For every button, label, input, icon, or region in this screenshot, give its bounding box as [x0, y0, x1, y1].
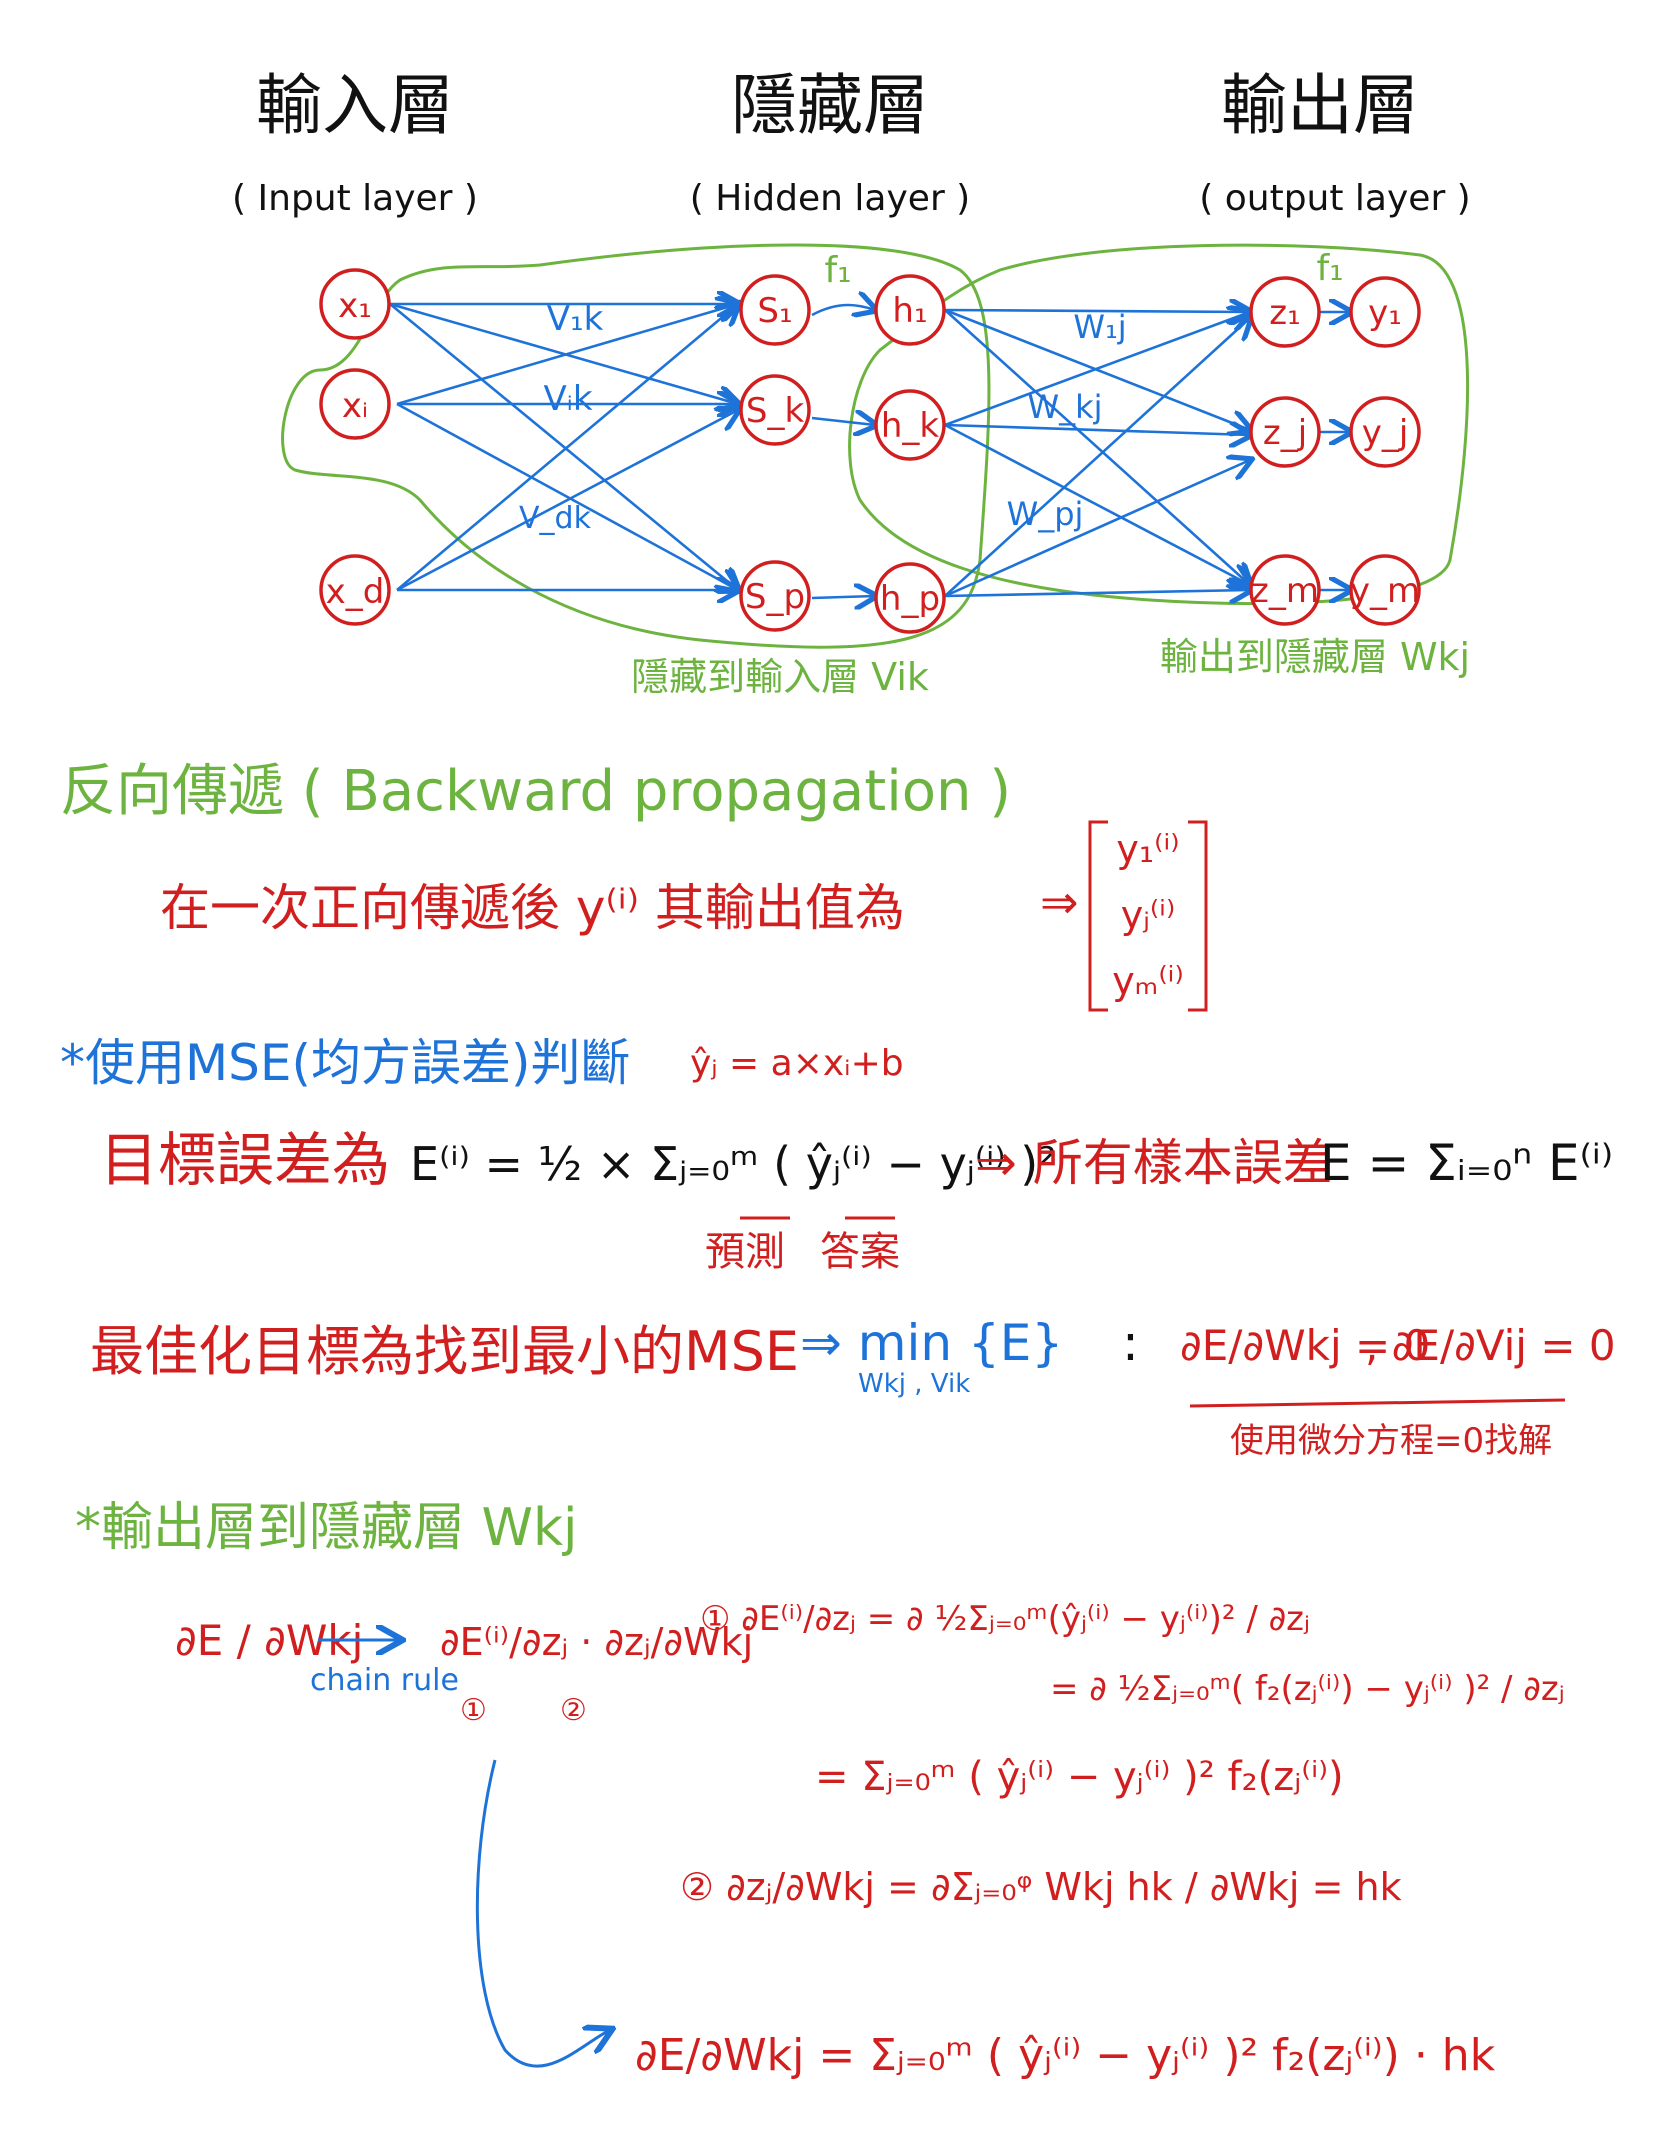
z-y-edges — [1318, 312, 1350, 590]
colon: : — [1122, 1314, 1139, 1372]
diff-note-underline — [1189, 1398, 1566, 1408]
sum-node: S_k — [739, 374, 811, 446]
chain-mark-1: ① — [460, 1693, 487, 1728]
vector-bracket-left — [1088, 820, 1108, 1012]
output-layer-subtitle: ( output layer ) — [1199, 178, 1470, 219]
step1-line-a: ① ∂E⁽ⁱ⁾/∂zⱼ = ∂ ½Σⱼ₌₀ᵐ(ŷⱼ⁽ⁱ⁾ − yⱼ⁽ⁱ⁾)² /… — [700, 1599, 1310, 1639]
final-result: ∂E/∂Wkj = Σⱼ₌₀ᵐ ( ŷⱼ⁽ⁱ⁾ − yⱼ⁽ⁱ⁾ )² f₂(zⱼ… — [635, 2030, 1496, 2081]
derivative-v-zero: , ∂E/∂Vij = 0 — [1365, 1321, 1616, 1370]
target-error-label: 目標誤差為 — [100, 1126, 390, 1194]
z-node: z₁ — [1249, 276, 1321, 348]
sum-node: S_p — [739, 560, 811, 632]
sum-node-label: S₁ — [757, 291, 792, 331]
backprop-heading: 反向傳遞 ( Backward propagation ) — [60, 759, 1011, 824]
sum-hidden-edges — [811, 305, 875, 598]
input-node-label: xᵢ — [342, 386, 368, 426]
vector-bracket-right — [1188, 820, 1208, 1012]
chain-rhs: ∂E⁽ⁱ⁾/∂zⱼ · ∂zⱼ/∂Wkj — [440, 1620, 753, 1664]
hidden-node: h_k — [874, 389, 946, 461]
hidden-node-label: h_k — [881, 406, 940, 446]
sum-node: S₁ — [739, 274, 811, 346]
hidden-node: h₁ — [874, 274, 946, 346]
activation-f1-hidden: f₁ — [824, 250, 851, 291]
output-hidden-group-label: 輸出到隱藏層 Wkj — [1160, 635, 1470, 679]
z-node: z_j — [1249, 396, 1321, 468]
step1-line-b: = ∂ ½Σⱼ₌₀ᵐ( f₂(zⱼ⁽ⁱ⁾) − yⱼ⁽ⁱ⁾ )² / ∂zⱼ — [1050, 1669, 1565, 1709]
y-node: y₁ — [1349, 276, 1421, 348]
target-error-equation: E⁽ⁱ⁾ = ½ × Σⱼ₌₀ᵐ ( ŷⱼ⁽ⁱ⁾ − yⱼ⁽ⁱ⁾ )² — [410, 1137, 1057, 1191]
weight-label-vik: Vᵢk — [543, 379, 592, 419]
y-node-label: y₁ — [1368, 293, 1402, 333]
hidden-node-label: h_p — [880, 579, 940, 619]
weight-label-wkj: W_kj — [1027, 388, 1102, 426]
output-vector-entry: yₘ⁽ⁱ⁾ — [1112, 959, 1184, 1003]
hidden-layer-title: 隱藏層 — [731, 67, 929, 144]
input-node: x_d — [319, 554, 391, 626]
hidden-node-label: h₁ — [892, 291, 927, 331]
input-sum-edges — [389, 304, 738, 590]
optimization-goal: 最佳化目標為找到最小的MSE — [90, 1320, 799, 1383]
hidden-node: h_p — [874, 562, 946, 634]
hidden-output-edges — [944, 310, 1250, 596]
input-node: xᵢ — [319, 368, 391, 440]
activation-f1-output: f₁ — [1316, 248, 1343, 289]
input-node-label: x_d — [326, 572, 385, 612]
result-arrow — [475, 1759, 610, 2068]
prediction-label: 預測 — [705, 1229, 785, 1275]
hidden-input-group-outline — [281, 243, 991, 649]
output-layer-title: 輸出層 — [1221, 67, 1419, 144]
weight-label-wpj: W_pj — [1007, 495, 1084, 533]
chain-mark-2: ② — [560, 1693, 587, 1728]
z-node-label: z₁ — [1269, 293, 1300, 333]
forward-pass-sentence: 在一次正向傳遞後 y⁽ⁱ⁾ 其輸出值為 — [160, 879, 905, 937]
input-node: x₁ — [319, 268, 391, 340]
weight-label-w1j: W₁j — [1073, 308, 1126, 346]
sum-node-label: S_p — [745, 577, 805, 617]
y-node-label: y_m — [1350, 571, 1420, 611]
output-hidden-heading: *輸出層到隱藏層 Wkj — [75, 1498, 578, 1558]
input-layer-title: 輸入層 — [256, 67, 454, 144]
hidden-input-group-label: 隱藏到輸入層 Vik — [631, 655, 929, 699]
hidden-layer-subtitle: ( Hidden layer ) — [690, 178, 970, 219]
minimize-expression: ⇒ min {E} — [800, 1314, 1063, 1372]
step1-line-c: = Σⱼ₌₀ᵐ ( ŷⱼ⁽ⁱ⁾ − yⱼ⁽ⁱ⁾ )² f₂(zⱼ⁽ⁱ⁾) — [815, 1754, 1344, 1800]
y-node: y_j — [1349, 396, 1421, 468]
all-samples-equation: E = Σᵢ₌₀ⁿ E⁽ⁱ⁾ — [1320, 1134, 1613, 1192]
step2-line: ② ∂zⱼ/∂Wkj = ∂Σⱼ₌₀ᵠ Wkj hk / ∂Wkj = hk — [680, 1865, 1402, 1909]
y-node-label: y_j — [1362, 413, 1409, 453]
mse-note: *使用MSE(均方誤差)判斷 — [60, 1034, 630, 1092]
implies-arrow: ⇒ — [1040, 875, 1079, 929]
weight-label-v1k: V₁k — [547, 299, 604, 339]
output-vector-entry: y₁⁽ⁱ⁾ — [1116, 827, 1179, 871]
yhat-equation: ŷⱼ = a×xᵢ+b — [690, 1043, 904, 1084]
weight-label-vdk: V_dk — [519, 501, 592, 536]
answer-label: 答案 — [820, 1229, 900, 1275]
all-samples-label: ⇒ 所有樣本誤差 — [975, 1134, 1333, 1192]
input-node-label: x₁ — [338, 286, 372, 326]
z-node-label: z_j — [1263, 413, 1307, 453]
input-layer-subtitle: ( Input layer ) — [232, 178, 478, 219]
minimize-subscript: Wkj , Vik — [858, 1369, 970, 1399]
chain-rule-label: chain rule — [310, 1663, 459, 1698]
derivative-w-zero: ∂E/∂Wkj = 0 — [1180, 1321, 1430, 1370]
y-node: y_m — [1349, 554, 1421, 626]
output-vector-entry: yⱼ⁽ⁱ⁾ — [1121, 893, 1176, 937]
z-node: z_m — [1249, 554, 1321, 626]
differential-note: 使用微分方程=0找解 — [1230, 1421, 1552, 1461]
sum-node-label: S_k — [746, 391, 805, 431]
z-node-label: z_m — [1251, 571, 1319, 611]
